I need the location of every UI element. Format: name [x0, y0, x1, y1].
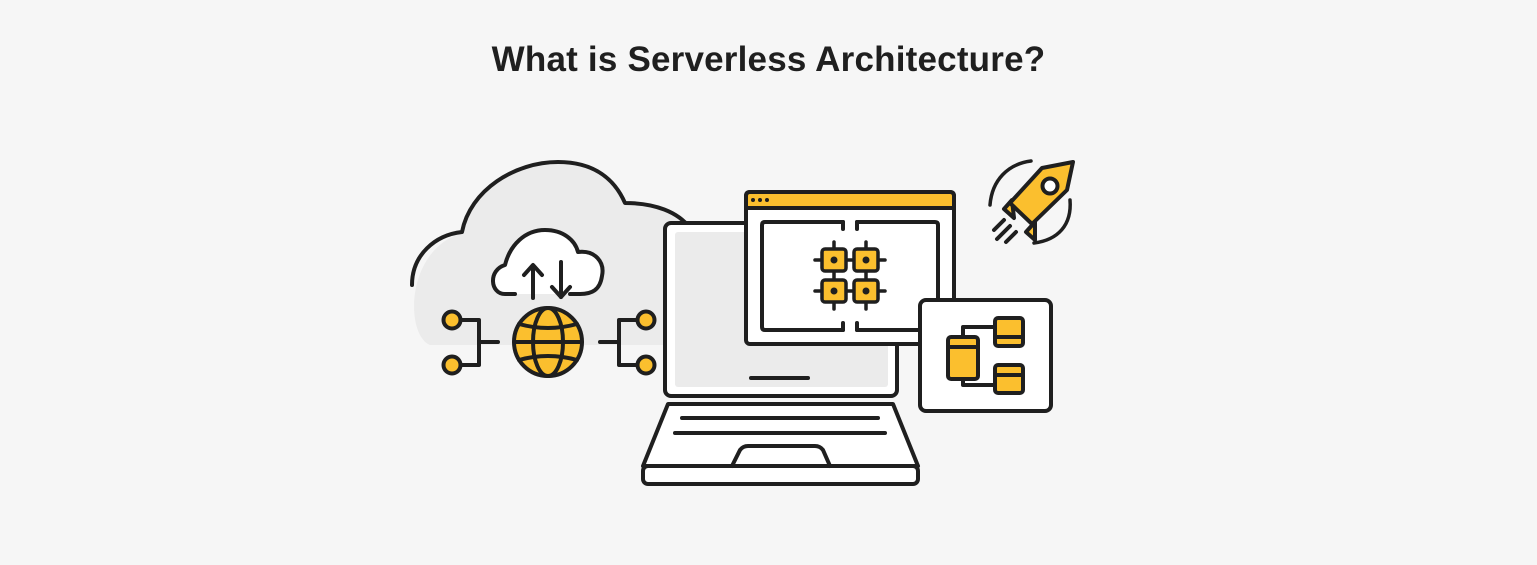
browser-window-icon	[744, 190, 956, 346]
flowchart-icon	[918, 298, 1053, 413]
rocket-icon	[988, 159, 1075, 245]
chip-grid-icon	[813, 240, 887, 311]
cloud-upload-download-icon	[491, 228, 605, 300]
network-node-left-icon	[441, 309, 500, 376]
globe-icon	[512, 306, 584, 378]
network-node-right-icon	[598, 309, 657, 376]
page-title: What is Serverless Architecture?	[491, 40, 1046, 79]
